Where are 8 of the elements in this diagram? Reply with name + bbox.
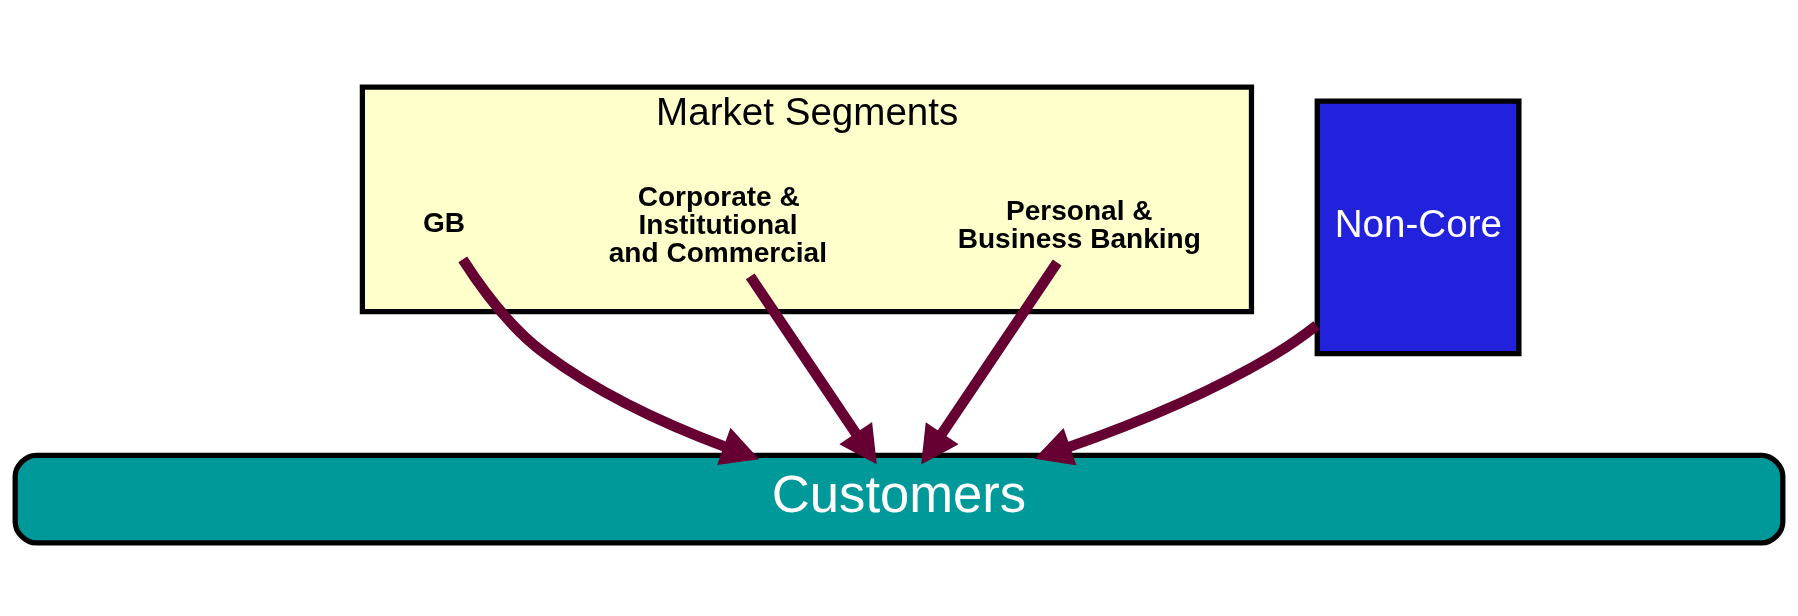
arrow <box>921 259 1062 465</box>
node-text: Corporate & Institutional and Commercial <box>608 180 827 269</box>
arrow <box>458 256 760 465</box>
node-box: Non-Core <box>1314 98 1522 357</box>
arrow <box>1034 321 1320 466</box>
node-box: Customers <box>12 452 1786 546</box>
node-text: Personal & Business Banking <box>957 194 1201 255</box>
node-text: GB <box>422 207 465 239</box>
